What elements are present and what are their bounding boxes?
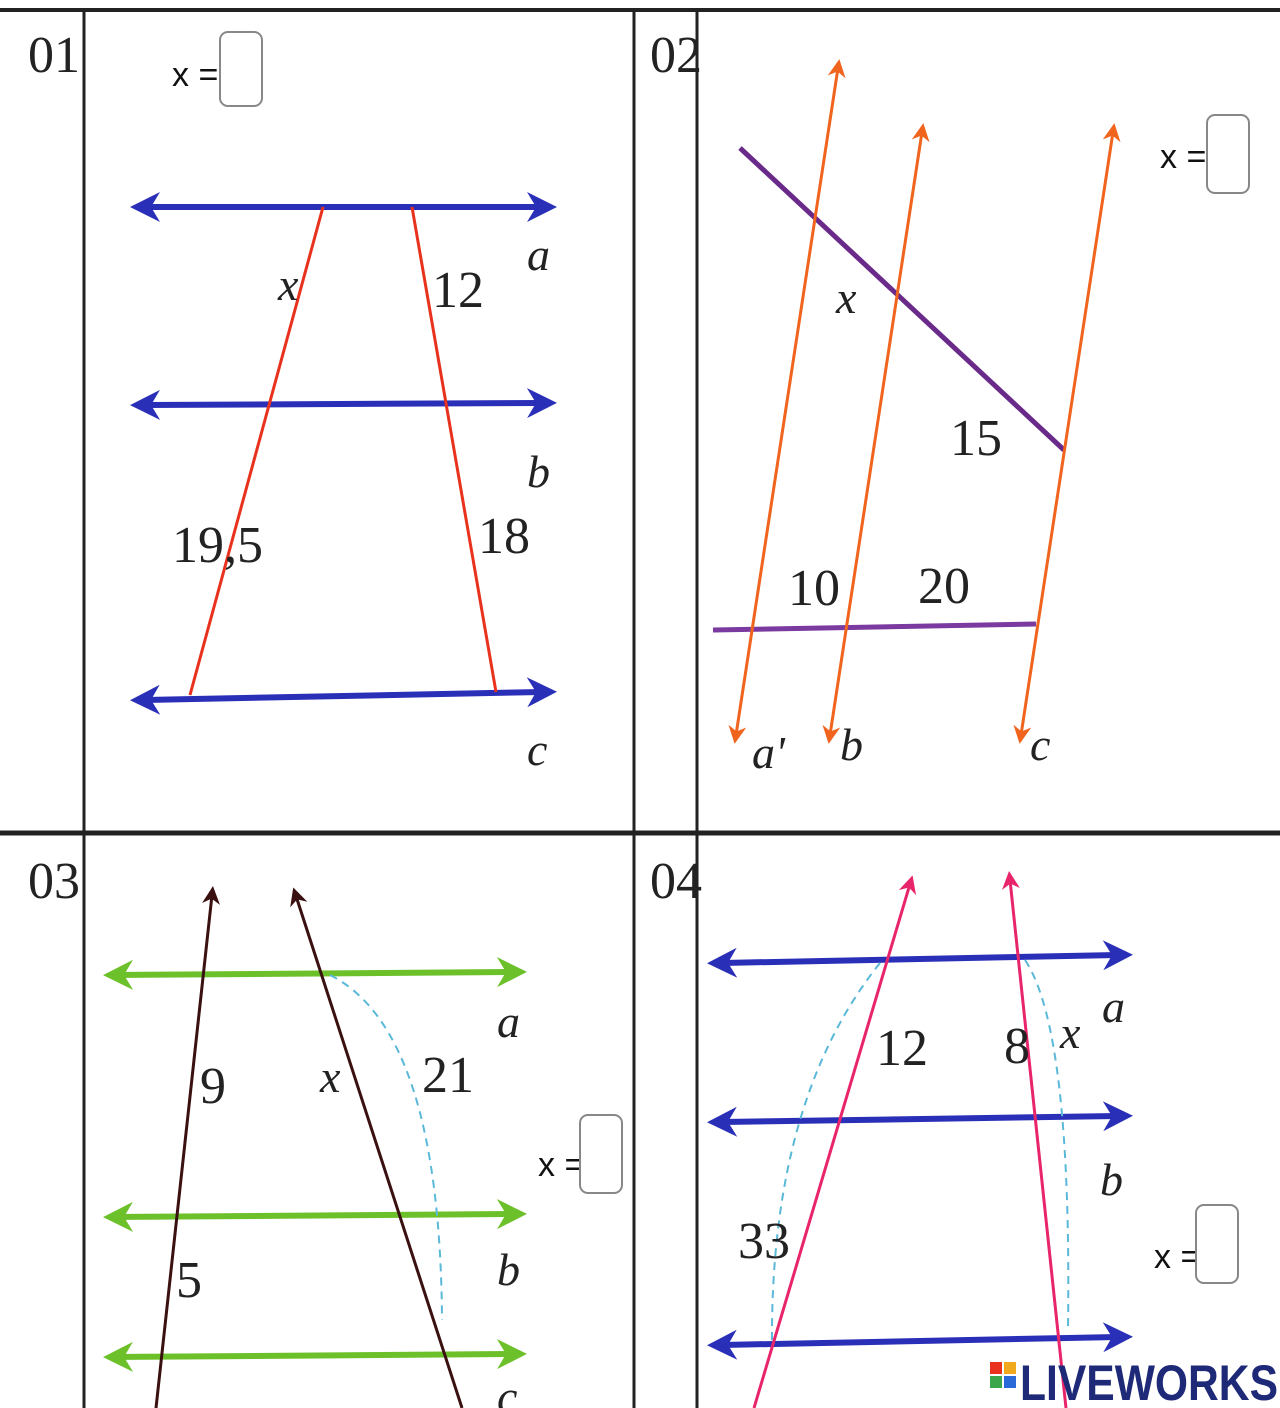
line-a (103, 957, 527, 990)
answer-input-01[interactable] (219, 31, 263, 107)
segment-label-10: 10 (788, 560, 840, 617)
line-c (130, 677, 557, 715)
line-label-a: a (497, 996, 520, 1047)
problem-number: 03 (28, 853, 80, 910)
parallel-lines (707, 940, 1133, 1360)
worksheet-grid (0, 8, 1280, 1408)
transversal-right (410, 206, 498, 693)
answer-label: x = (1154, 1238, 1200, 1276)
transversal-right (1001, 871, 1068, 1408)
transversal-left (154, 886, 220, 1408)
line-label-c: c (497, 1371, 517, 1408)
logo-icon (990, 1362, 1016, 1388)
parallel-lines (103, 957, 527, 1372)
answer-label: x = (538, 1146, 584, 1184)
line-label-b: b (527, 446, 550, 497)
problem-number: 04 (650, 853, 702, 910)
segment-label-x: x (835, 272, 857, 323)
dashed-arc-left (770, 962, 881, 1346)
segment-label-20: 20 (918, 558, 970, 615)
transversal-lower (712, 621, 1037, 633)
line-b (822, 123, 930, 744)
line-label-c: c (1030, 719, 1050, 770)
line-b (130, 388, 557, 420)
transversals (154, 886, 464, 1408)
problem-04: 04 x = a b 12 8 x 33 (650, 853, 1239, 1408)
transversals (712, 146, 1066, 633)
segment-label-x: x (319, 1051, 341, 1102)
answer-input-03[interactable] (579, 1114, 623, 1194)
segment-label-9: 9 (200, 1058, 226, 1115)
line-label-c: c (527, 724, 547, 775)
segment-label-12: 12 (876, 1020, 928, 1077)
segment-label-15: 15 (950, 410, 1002, 467)
parallel-lines (728, 59, 1121, 744)
problem-03: 03 x = a b c 9 x 21 5 (28, 853, 623, 1408)
line-c (707, 1322, 1133, 1360)
logo-text: LIVEWORKS (1020, 1355, 1278, 1408)
line-c (1013, 123, 1121, 744)
dashed-arc-right (1024, 959, 1070, 1331)
transversals (752, 871, 1068, 1408)
problem-02: 02 x = a' b c x 15 10 20 (650, 27, 1250, 778)
line-b (103, 1199, 527, 1232)
line-label-b: b (840, 719, 863, 770)
line-label-a-prime: a' (752, 727, 786, 778)
line-b (707, 1101, 1133, 1137)
segment-label-5: 5 (176, 1252, 202, 1309)
segment-label-18: 18 (478, 508, 530, 565)
problem-number: 02 (650, 27, 702, 84)
answer-input-02[interactable] (1206, 114, 1250, 194)
liveworksheets-logo: LIVEWORKS (990, 1355, 1278, 1408)
problem-number: 01 (28, 27, 80, 84)
line-label-b: b (1100, 1154, 1123, 1205)
line-label-b: b (497, 1244, 520, 1295)
transversal-right (290, 887, 464, 1408)
transversals (188, 206, 498, 696)
line-label-a: a (1102, 981, 1125, 1032)
segment-label-19-5: 19,5 (172, 517, 263, 574)
answer-label: x = (172, 56, 218, 94)
line-a (707, 940, 1133, 978)
segment-label-33: 33 (738, 1213, 790, 1270)
answer-label: x = (1160, 138, 1206, 176)
dashed-arcs (770, 959, 1070, 1346)
line-a-prime (728, 59, 846, 744)
transversal-left (188, 206, 325, 696)
segment-label-x: x (277, 259, 299, 310)
transversal-left (752, 875, 917, 1408)
segment-label-8: 8 (1004, 1018, 1030, 1075)
line-c (103, 1339, 527, 1372)
segment-label-21: 21 (422, 1047, 474, 1104)
problem-01: 01 x = a b c x 12 19,5 18 (28, 27, 557, 775)
transversal-upper (738, 146, 1066, 452)
dashed-arc (329, 974, 443, 1321)
line-label-a: a (527, 229, 550, 280)
segment-label-12: 12 (432, 262, 484, 319)
parallel-lines (130, 192, 557, 715)
segment-label-x: x (1059, 1007, 1081, 1058)
answer-input-04[interactable] (1195, 1204, 1239, 1284)
